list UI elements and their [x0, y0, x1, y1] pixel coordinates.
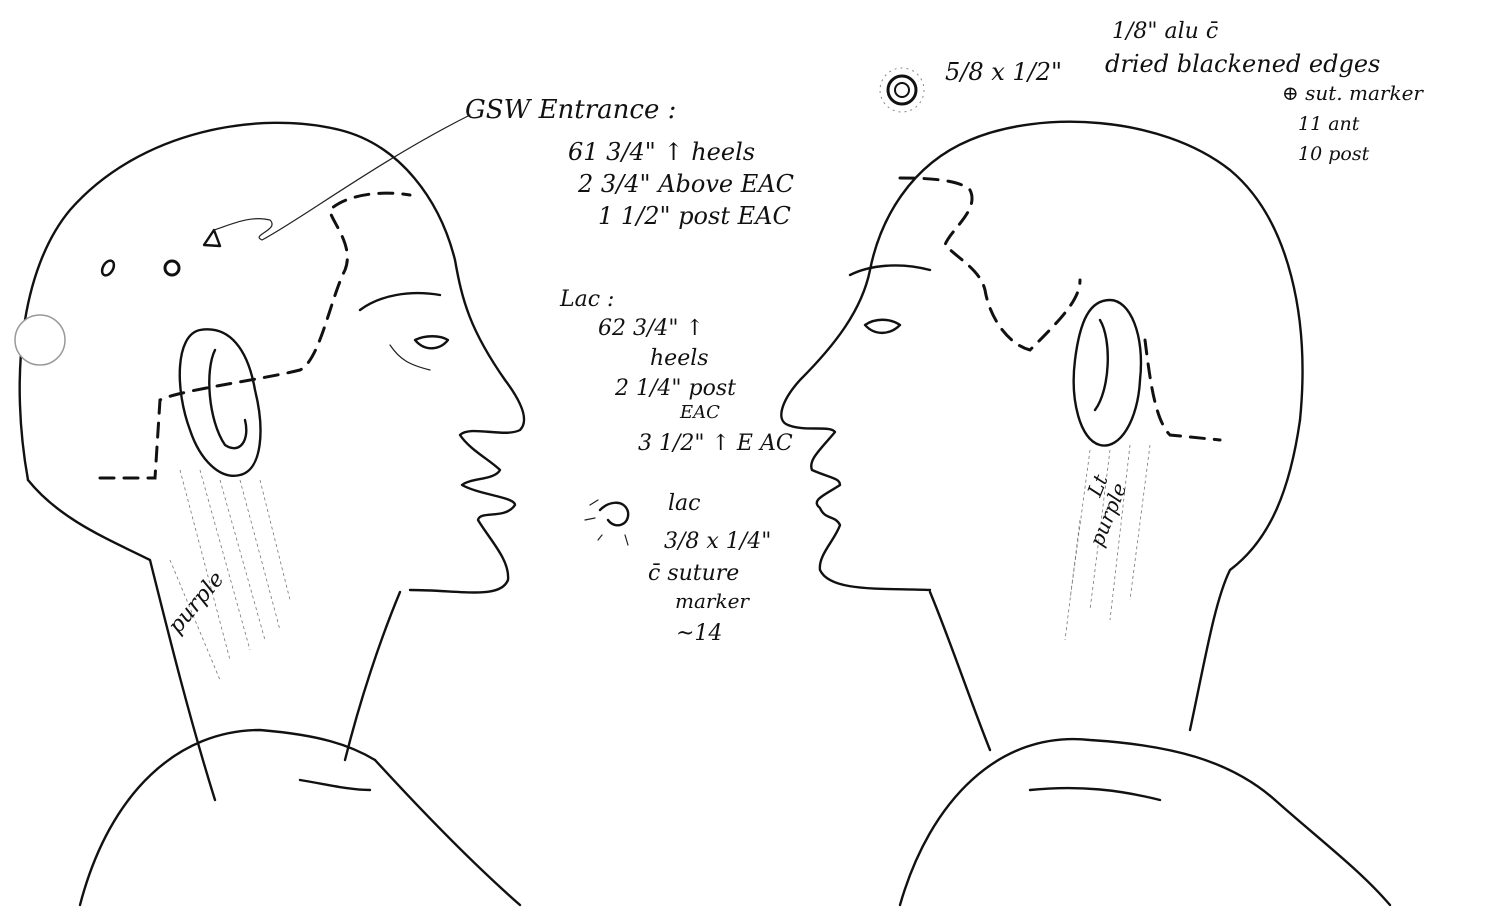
- top-line-3: ⊕ sut. marker: [1282, 81, 1424, 105]
- lac2-line-3: marker: [675, 589, 750, 613]
- top-line-5: 10 post: [1298, 143, 1370, 165]
- lac-notes: Lac : 62 3/4" ↑ heels 2 1/4" post EAC 3 …: [559, 287, 793, 456]
- top-line-1: 1/8" alu c̄: [1112, 19, 1218, 44]
- lac-line-2: heels: [650, 346, 709, 371]
- gsw-notes: GSW Entrance : 61 3/4" ↑ heels 2 3/4" Ab…: [465, 95, 794, 230]
- gsw-line-1: 61 3/4" ↑ heels: [568, 138, 755, 166]
- lac2-line-1: 3/8 x 1/4": [664, 529, 771, 554]
- lac-line-5: 3 1/2" ↑ E AC: [638, 431, 793, 456]
- wound-size: 5/8 x 1/2": [945, 58, 1062, 86]
- lac-line-3: 2 1/4" post: [614, 376, 736, 401]
- neck-labels: purple Lt purple: [163, 470, 1131, 639]
- lac-line-1: 62 3/4" ↑: [598, 316, 704, 341]
- lac-title: Lac :: [559, 287, 614, 312]
- lac2-line-2: c̄ suture: [648, 561, 739, 586]
- lac2-line-4: ~14: [676, 621, 722, 646]
- left-head-outline: [15, 115, 524, 905]
- gsw-title: GSW Entrance :: [465, 95, 676, 125]
- left-neck-label: purple: [163, 567, 229, 639]
- lac2-notes: lac 3/8 x 1/4" c̄ suture marker ~14: [648, 491, 771, 646]
- lac2-title: lac: [668, 491, 700, 516]
- gsw-line-2: 2 3/4" Above EAC: [577, 170, 794, 198]
- top-line-4: 11 ant: [1298, 113, 1360, 135]
- top-line-2: dried blackened edges: [1105, 50, 1380, 78]
- gsw-line-3: 1 1/2" post EAC: [598, 202, 791, 230]
- lac-sketch-icon: [585, 500, 628, 545]
- lac-line-4: EAC: [679, 402, 720, 423]
